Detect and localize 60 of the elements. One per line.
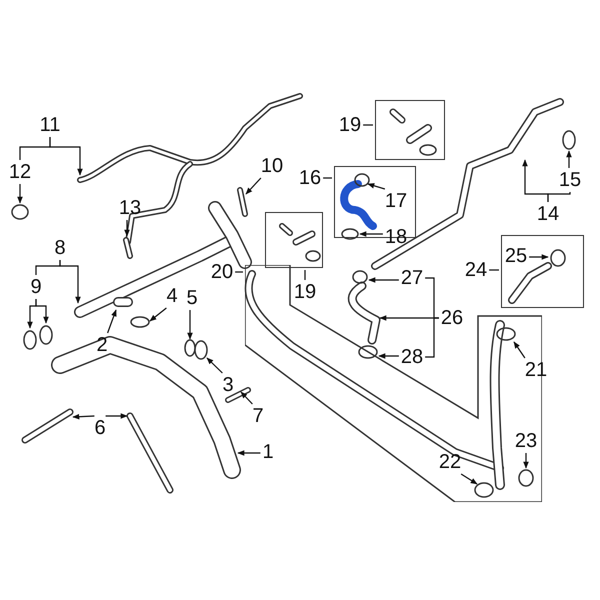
callout-number: 8 bbox=[54, 238, 66, 258]
group-box bbox=[375, 100, 445, 160]
leader-line bbox=[529, 254, 549, 260]
callout-number: 13 bbox=[118, 198, 142, 218]
leader-line bbox=[460, 474, 478, 484]
callout-number: 3 bbox=[222, 375, 234, 395]
leader-line bbox=[378, 353, 399, 359]
leader-line bbox=[566, 150, 572, 168]
callout-number: 19 bbox=[338, 115, 362, 135]
callout-number: 11 bbox=[40, 115, 60, 135]
callout-number: 15 bbox=[558, 170, 582, 190]
callout-number: 28 bbox=[400, 347, 424, 367]
leader-line bbox=[304, 270, 306, 280]
callout-number: 14 bbox=[536, 204, 560, 224]
leader-line bbox=[106, 413, 128, 419]
leader-line bbox=[187, 310, 193, 340]
leader-line bbox=[235, 271, 243, 273]
leader-line bbox=[35, 299, 49, 324]
leader-line bbox=[49, 137, 83, 176]
callout-number: 2 bbox=[96, 335, 108, 355]
leader-line bbox=[547, 192, 571, 202]
leader-line bbox=[149, 308, 167, 322]
callout-number: 19 bbox=[294, 282, 316, 302]
leader-line bbox=[59, 260, 81, 304]
leader-line bbox=[240, 392, 253, 404]
leader-line bbox=[379, 315, 439, 321]
callout-number: 23 bbox=[514, 431, 538, 451]
callout-number: 6 bbox=[94, 418, 106, 438]
leader-line bbox=[363, 124, 373, 126]
leader-line bbox=[359, 231, 383, 237]
leader-line bbox=[246, 178, 262, 194]
leader-line bbox=[206, 358, 223, 374]
leader-line bbox=[323, 177, 332, 179]
group-box bbox=[265, 212, 323, 268]
callout-number: 12 bbox=[8, 162, 32, 182]
callout-number: 10 bbox=[260, 156, 284, 176]
leader-line bbox=[489, 269, 499, 271]
callout-number: 22 bbox=[438, 452, 462, 472]
callout-number: 17 bbox=[384, 191, 408, 211]
leader-line bbox=[124, 220, 130, 237]
callout-number: 4 bbox=[166, 286, 178, 306]
callout-number: 24 bbox=[464, 260, 488, 280]
leader-line bbox=[72, 414, 94, 420]
group-box bbox=[501, 235, 584, 308]
leader-line bbox=[237, 450, 260, 456]
leader-line bbox=[17, 184, 23, 204]
callout-number: 27 bbox=[400, 268, 424, 288]
leader-line bbox=[514, 341, 526, 358]
leader-line bbox=[367, 183, 386, 190]
leader-line bbox=[368, 277, 399, 283]
leader-line bbox=[107, 309, 117, 334]
callout-number: 9 bbox=[30, 277, 42, 297]
leader-line bbox=[523, 453, 529, 469]
callout-number: 5 bbox=[186, 288, 198, 308]
callout-number: 7 bbox=[252, 406, 264, 426]
callout-number: 25 bbox=[504, 246, 528, 266]
callout-number: 26 bbox=[440, 308, 464, 328]
callout-number: 1 bbox=[262, 442, 274, 462]
callout-number: 16 bbox=[298, 168, 322, 188]
callout-number: 20 bbox=[210, 262, 234, 282]
